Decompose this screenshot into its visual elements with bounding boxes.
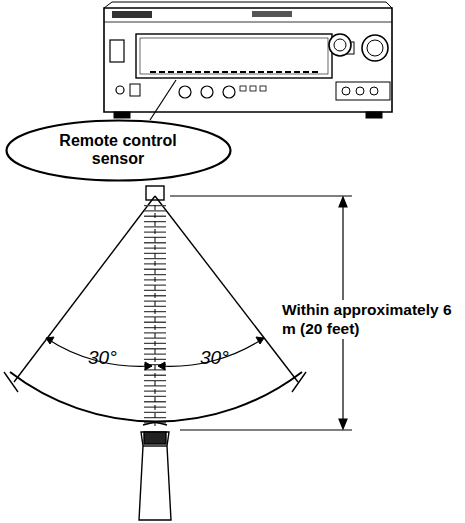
angle-label: 30° [88, 347, 117, 370]
callout-text: Remote control sensor [43, 132, 193, 169]
reception-fan [4, 196, 306, 426]
av-receiver [104, 2, 392, 118]
remote-control [139, 432, 171, 520]
callout-oval: Remote control sensor [5, 119, 232, 182]
sensor-window [146, 186, 164, 200]
leader-line [150, 80, 176, 120]
distance-label: Within approximately 6 m (20 feet) [280, 300, 462, 339]
angle-label: 30° [200, 347, 229, 370]
callout-ellipse [6, 120, 230, 180]
